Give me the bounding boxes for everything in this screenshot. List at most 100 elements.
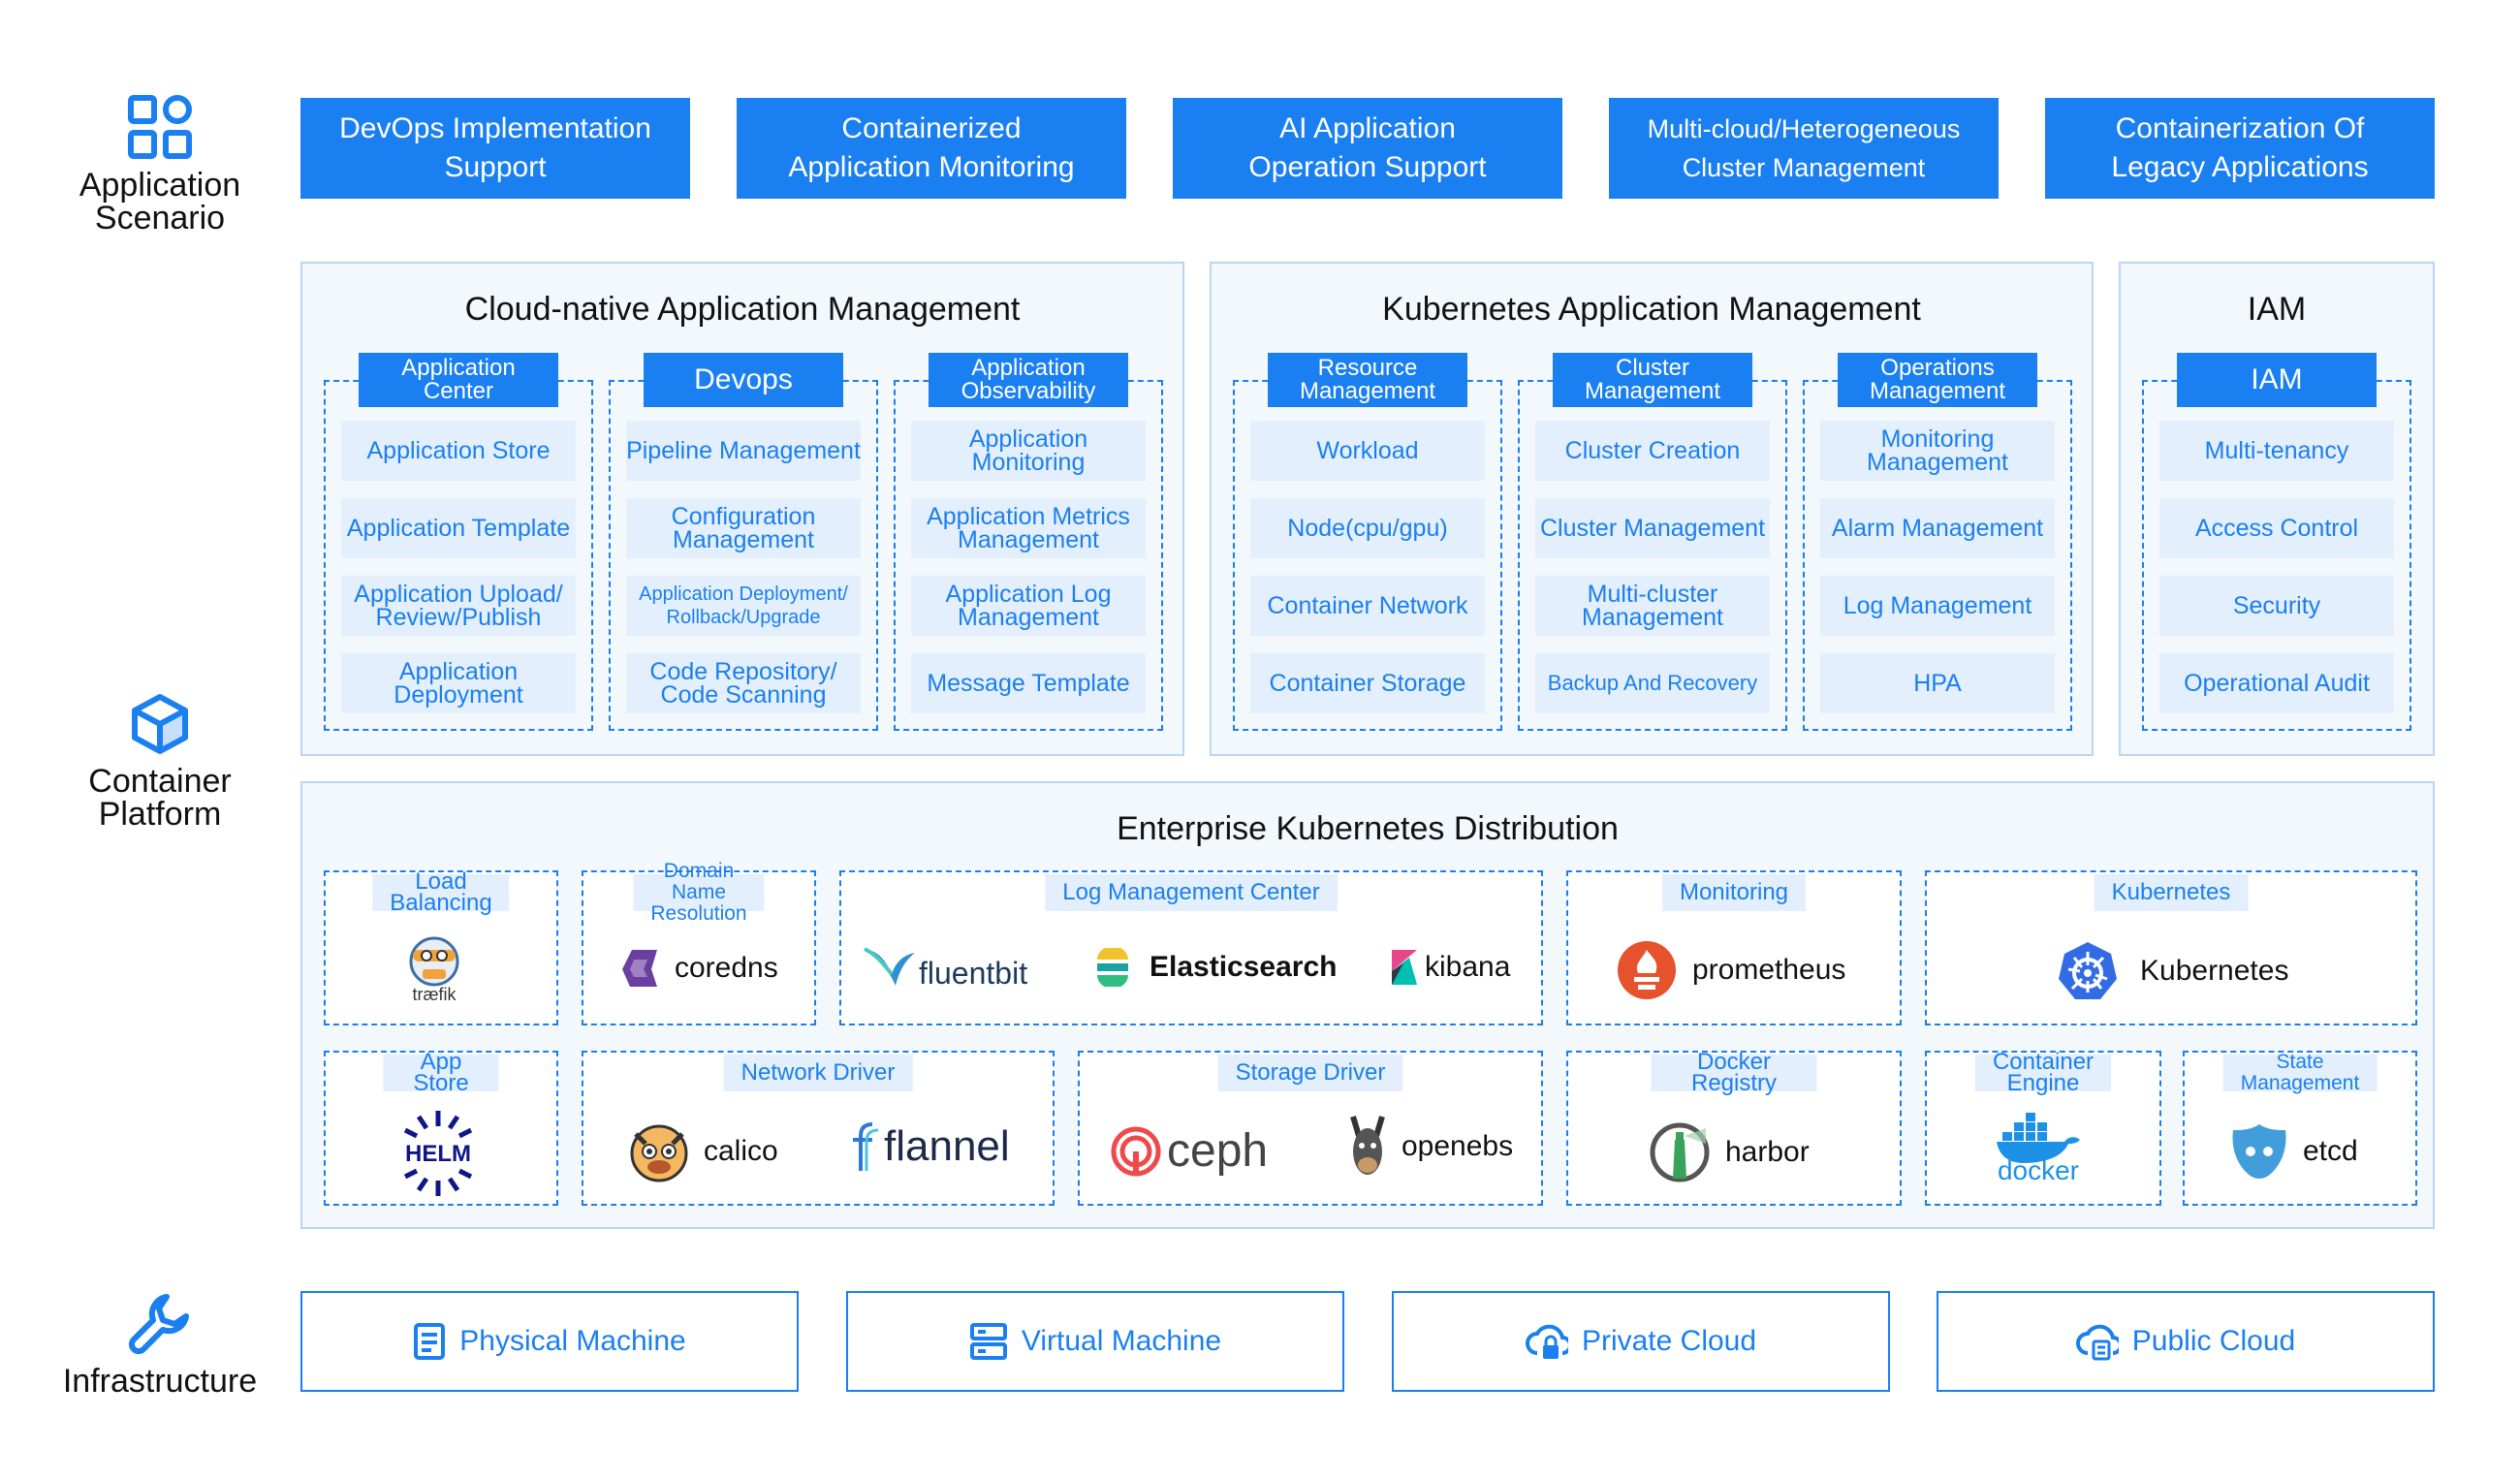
traefik-logo: træfik	[403, 929, 465, 1005]
group-devops: Devops Pipeline Management Configuration…	[609, 353, 878, 731]
fluentbit-text: fluentbit	[919, 956, 1028, 991]
prometheus-logo: prometheus	[1617, 940, 1845, 1000]
scenario-multicloud: Multi-cloud/Heterogeneous Cluster Manage…	[1609, 98, 1999, 199]
openebs-text: openebs	[1402, 1130, 1514, 1162]
box-label: Container Engine	[1974, 1051, 2112, 1095]
box-label: Load Balancing	[372, 870, 510, 915]
elasticsearch-icon	[1097, 948, 1128, 987]
group-observability: Application Observability Application Mo…	[894, 353, 1163, 731]
item-hpa: HPA	[1820, 653, 2055, 713]
group-header: Cluster Management	[1553, 353, 1752, 407]
box-label: Domain Name Resolution	[633, 861, 765, 925]
kubernetes-logo: Kubernetes	[2057, 940, 2288, 1002]
item-app-monitoring: Application Monitoring	[911, 421, 1146, 481]
item-security: Security	[2159, 576, 2394, 636]
apps-grid-icon	[128, 95, 192, 159]
harbor-text: harbor	[1725, 1136, 1810, 1168]
panel-title: Cloud-native Application Management	[464, 291, 1021, 328]
item-application-upload: Application Upload/ Review/Publish	[341, 576, 576, 636]
group-header: Application Center	[359, 353, 558, 407]
helm-logo: HELM	[399, 1109, 477, 1198]
box-label: App Store	[383, 1051, 499, 1095]
item-application-template: Application Template	[341, 498, 576, 558]
item-backup: Backup And Recovery	[1535, 653, 1770, 713]
item-message-template: Message Template	[911, 653, 1146, 713]
docker-logo: docker	[1995, 1113, 2082, 1186]
item-cluster-management: Cluster Management	[1535, 498, 1770, 558]
group-header: Resource Management	[1268, 353, 1467, 407]
box-load-balancing: Load Balancing træfik	[324, 870, 558, 1025]
group-application-center: Application Center Application Store App…	[324, 353, 593, 731]
calico-cat-icon	[630, 1124, 688, 1182]
infra-public-cloud: Public Cloud	[1937, 1291, 2435, 1392]
infra-label: Virtual Machine	[1021, 1325, 1222, 1357]
group-header: Application Observability	[929, 353, 1128, 407]
box-label: Docker Registry	[1651, 1051, 1817, 1095]
item-access-control: Access Control	[2159, 498, 2394, 558]
group-cluster: Cluster Management Cluster Creation Clus…	[1518, 353, 1787, 731]
item-multi-tenancy: Multi-tenancy	[2159, 421, 2394, 481]
kibana-text: kibana	[1425, 951, 1511, 983]
group-header: Operations Management	[1838, 353, 2037, 407]
box-state: State Management etcd	[2183, 1051, 2417, 1206]
scenario-devops: DevOps Implementation Support	[300, 98, 690, 199]
infra-label: Physical Machine	[459, 1325, 686, 1357]
helm-text: HELM	[405, 1141, 471, 1167]
panel-title: IAM	[2247, 291, 2307, 328]
item-application-deployment: Application Deployment	[341, 653, 576, 713]
infra-label: Private Cloud	[1581, 1325, 1757, 1357]
openebs-mule-icon	[1350, 1116, 1385, 1175]
group-resource: Resource Management Workload Node(cpu/gp…	[1233, 353, 1502, 731]
etcd-text: etcd	[2303, 1135, 2358, 1167]
coredns-icon	[622, 950, 657, 987]
item-container-network: Container Network	[1250, 576, 1485, 636]
flannel-logo: flannel	[851, 1120, 1010, 1173]
box-log-center: Log Management Center fluentbit Elastics…	[839, 870, 1543, 1025]
kibana-logo: kibana	[1390, 948, 1510, 987]
item-deployment-rollback: Application Deployment/ Rollback/Upgrade	[626, 576, 861, 636]
iam-panel: IAM IAM Multi-tenancy Access Control Sec…	[2119, 262, 2435, 756]
docker-whale-icon	[1997, 1113, 2080, 1163]
container-platform-label: Container Platform	[39, 693, 281, 831]
item-configuration: Configuration Management	[626, 498, 861, 558]
document-icon	[414, 1323, 446, 1360]
item-container-storage: Container Storage	[1250, 653, 1485, 713]
infrastructure-text: Infrastructure	[62, 1363, 258, 1400]
calico-text: calico	[704, 1135, 778, 1167]
box-engine: Container Engine docker	[1925, 1051, 2161, 1206]
box-monitoring: Monitoring prometheus	[1566, 870, 1902, 1025]
etcd-icon	[2232, 1124, 2286, 1179]
box-network: Network Driver calico flannel	[582, 1051, 1055, 1206]
coredns-text: coredns	[675, 952, 778, 984]
group-operations: Operations Management Monitoring Managem…	[1803, 353, 2072, 731]
infra-physical-machine: Physical Machine	[300, 1291, 799, 1392]
coredns-logo: coredns	[618, 948, 778, 989]
private-cloud-icon	[1525, 1324, 1568, 1359]
box-label: State Management	[2222, 1052, 2378, 1094]
openebs-logo: openebs	[1347, 1115, 1513, 1179]
box-kubernetes: Kubernetes Kubernetes	[1925, 870, 2417, 1025]
item-workload: Workload	[1250, 421, 1485, 481]
calico-logo: calico	[628, 1120, 778, 1182]
traefik-text: træfik	[412, 985, 457, 1004]
box-label: Monitoring	[1661, 874, 1807, 911]
panel-title: Kubernetes Application Management	[1382, 291, 1921, 328]
harbor-logo: harbor	[1650, 1122, 1810, 1182]
etcd-logo: etcd	[2229, 1122, 2358, 1181]
box-label: Kubernetes	[2094, 874, 2249, 911]
public-cloud-icon	[2075, 1324, 2119, 1361]
item-code-repository: Code Repository/ Code Scanning	[626, 653, 861, 713]
item-alarm: Alarm Management	[1820, 498, 2055, 558]
application-scenario-label: Application Scenario	[39, 95, 281, 235]
infra-private-cloud: Private Cloud	[1392, 1291, 1890, 1392]
group-header: IAM	[2177, 353, 2377, 407]
distribution-panel: Enterprise Kubernetes Distribution Load …	[300, 781, 2435, 1229]
wrench-icon	[128, 1294, 189, 1355]
elasticsearch-text: Elasticsearch	[1150, 951, 1338, 983]
item-operational-audit: Operational Audit	[2159, 653, 2394, 713]
item-application-store: Application Store	[341, 421, 576, 481]
panel-title: Enterprise Kubernetes Distribution	[1117, 810, 1619, 847]
flannel-icon	[853, 1122, 879, 1171]
harbor-lighthouse-icon	[1650, 1122, 1710, 1182]
item-node: Node(cpu/gpu)	[1250, 498, 1485, 558]
